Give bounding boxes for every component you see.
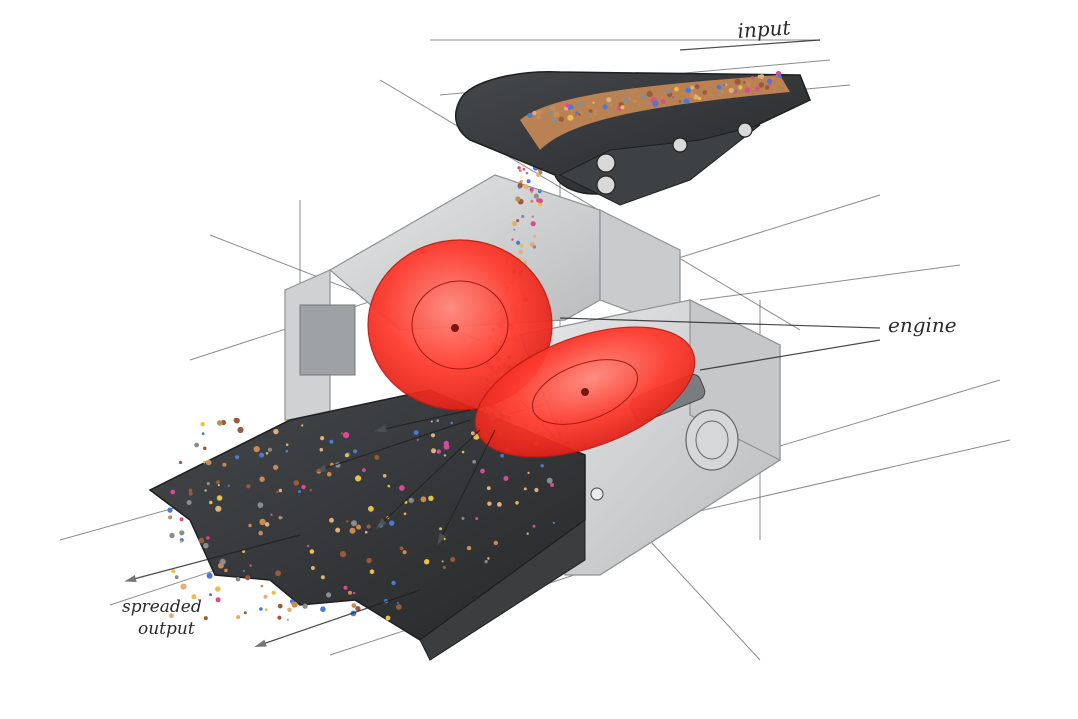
output-belt xyxy=(148,389,586,661)
spread-arrows xyxy=(124,409,496,647)
label-leaders xyxy=(559,39,881,371)
label-engine: engine xyxy=(888,313,957,337)
input-belt xyxy=(454,70,811,206)
label-output-line2: output xyxy=(138,619,195,639)
label-output-line1: spreaded xyxy=(122,597,202,617)
spreader-discs xyxy=(367,239,696,458)
left-disc xyxy=(367,239,553,411)
material-particles xyxy=(167,417,569,621)
label-input: input xyxy=(737,15,793,43)
